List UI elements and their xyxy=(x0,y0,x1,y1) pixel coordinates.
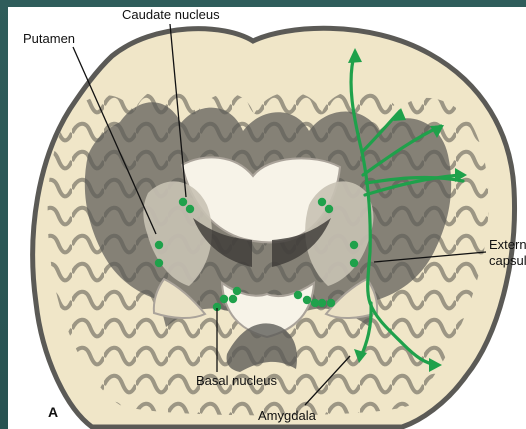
putamen-label: Putamen xyxy=(23,32,75,45)
figure-letter: A xyxy=(48,404,58,420)
external-capsule-label-line-1: Extern xyxy=(489,238,526,251)
basal-nucleus-label: Basal nucleus xyxy=(196,374,277,387)
caudate-dot-left-2 xyxy=(186,205,194,213)
basal-dot-right-1 xyxy=(294,291,302,299)
caudate-nucleus-label: Caudate nucleus xyxy=(122,8,220,21)
basal-dot-right-4 xyxy=(318,299,326,307)
basal-dot-left-4 xyxy=(233,287,241,295)
basal-dot-left-2 xyxy=(220,295,228,303)
caudate-dot-left-1 xyxy=(179,198,187,206)
putamen-dot-left-2 xyxy=(155,259,163,267)
putamen-dot-right-2 xyxy=(350,259,358,267)
caudate-dot-right-2 xyxy=(325,205,333,213)
basal-dot-left-3 xyxy=(229,295,237,303)
caudate-dot-right-1 xyxy=(318,198,326,206)
putamen-dot-right-1 xyxy=(350,241,358,249)
basal-dot-right-2 xyxy=(303,296,311,304)
coronal-brain-section xyxy=(8,7,526,429)
brain-figure-panel: Caudate nucleus Putamen Extern capsul Ba… xyxy=(8,7,526,429)
putamen-dot-left-1 xyxy=(155,241,163,249)
basal-dot-right-5 xyxy=(327,299,335,307)
external-capsule-label-line-2: capsul xyxy=(489,254,526,267)
amygdala-label: Amygdala xyxy=(258,409,316,422)
